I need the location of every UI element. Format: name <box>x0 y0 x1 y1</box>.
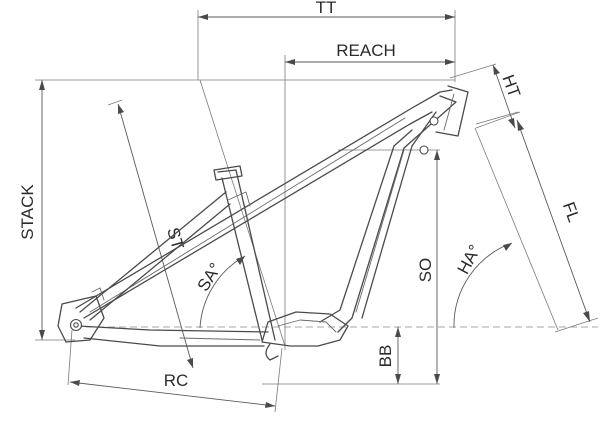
st-label: ST <box>163 225 187 251</box>
ht-label: HT <box>498 72 524 100</box>
fl-label: FL <box>559 200 584 225</box>
dimension-rc: RC <box>67 329 283 413</box>
tt-label: TT <box>316 0 337 17</box>
ha-label: HA° <box>454 242 485 278</box>
dimension-sa: SA° <box>193 79 286 347</box>
stack-label: STACK <box>18 184 37 240</box>
rc-label: RC <box>164 371 189 390</box>
dimension-ht: HT <box>449 63 524 129</box>
bb-label: BB <box>376 345 395 368</box>
dimension-stack: STACK <box>18 79 455 341</box>
dimension-bb: BB <box>75 326 598 385</box>
sa-label: SA° <box>193 260 225 295</box>
bike-frame <box>57 85 469 361</box>
dimension-ha: HA° <box>453 127 559 331</box>
dimension-tt: TT <box>197 0 456 82</box>
dimension-fl: FL <box>475 111 599 333</box>
dimension-reach: REACH <box>284 41 455 350</box>
so-label: SO <box>416 258 435 283</box>
dimension-so: SO <box>338 149 440 384</box>
reach-label: REACH <box>336 41 396 60</box>
